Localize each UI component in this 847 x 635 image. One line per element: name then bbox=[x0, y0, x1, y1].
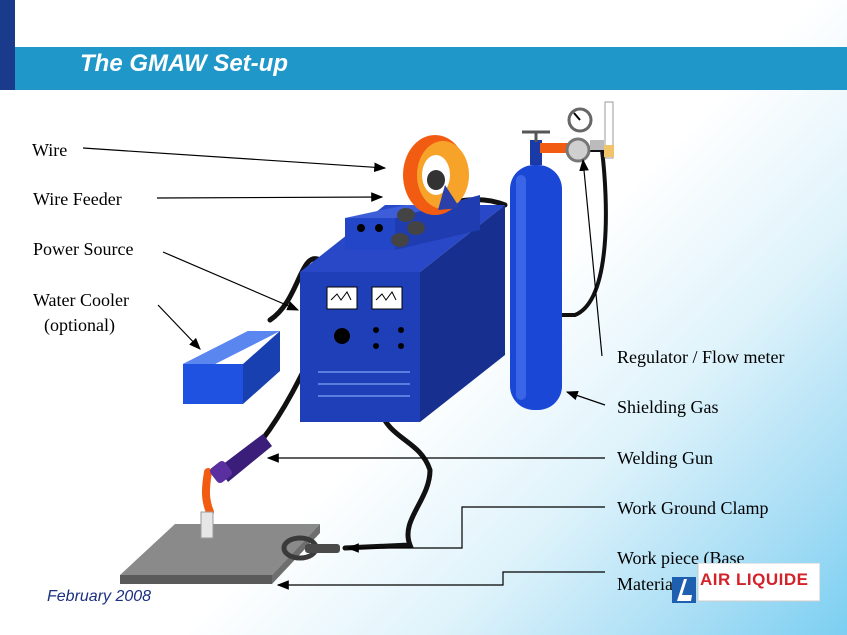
left-accent-bar bbox=[0, 0, 15, 90]
label-regulator: Regulator / Flow meter bbox=[617, 347, 785, 367]
regulator-flow-meter bbox=[540, 101, 614, 163]
label-power-source: Power Source bbox=[33, 239, 134, 259]
slide-date: February 2008 bbox=[47, 588, 152, 605]
label-wire: Wire bbox=[32, 140, 68, 160]
water-cooler bbox=[183, 331, 280, 404]
label-shielding-gas: Shielding Gas bbox=[617, 397, 719, 417]
label-work-piece-material: Material) bbox=[617, 574, 684, 594]
gas-cylinder bbox=[510, 130, 562, 410]
label-ground-clamp: Work Ground Clamp bbox=[617, 498, 769, 518]
work-piece-plate bbox=[120, 524, 320, 584]
air-liquide-logo bbox=[672, 563, 820, 603]
label-water-cooler-optional: (optional) bbox=[44, 315, 115, 335]
label-wire-feeder: Wire Feeder bbox=[33, 189, 122, 209]
slide-title: The GMAW Set-up bbox=[80, 50, 288, 77]
air-liquide-logo-text: AIR LIQUIDE bbox=[700, 570, 809, 589]
label-water-cooler: Water Cooler bbox=[33, 290, 130, 310]
ground-clamp bbox=[281, 535, 340, 561]
wire-spool bbox=[403, 135, 469, 215]
title-band bbox=[15, 47, 847, 90]
label-welding-gun: Welding Gun bbox=[617, 448, 714, 468]
welding-gun bbox=[200, 434, 272, 539]
gas-hose bbox=[560, 148, 608, 317]
leader-arrows bbox=[82, 147, 606, 590]
